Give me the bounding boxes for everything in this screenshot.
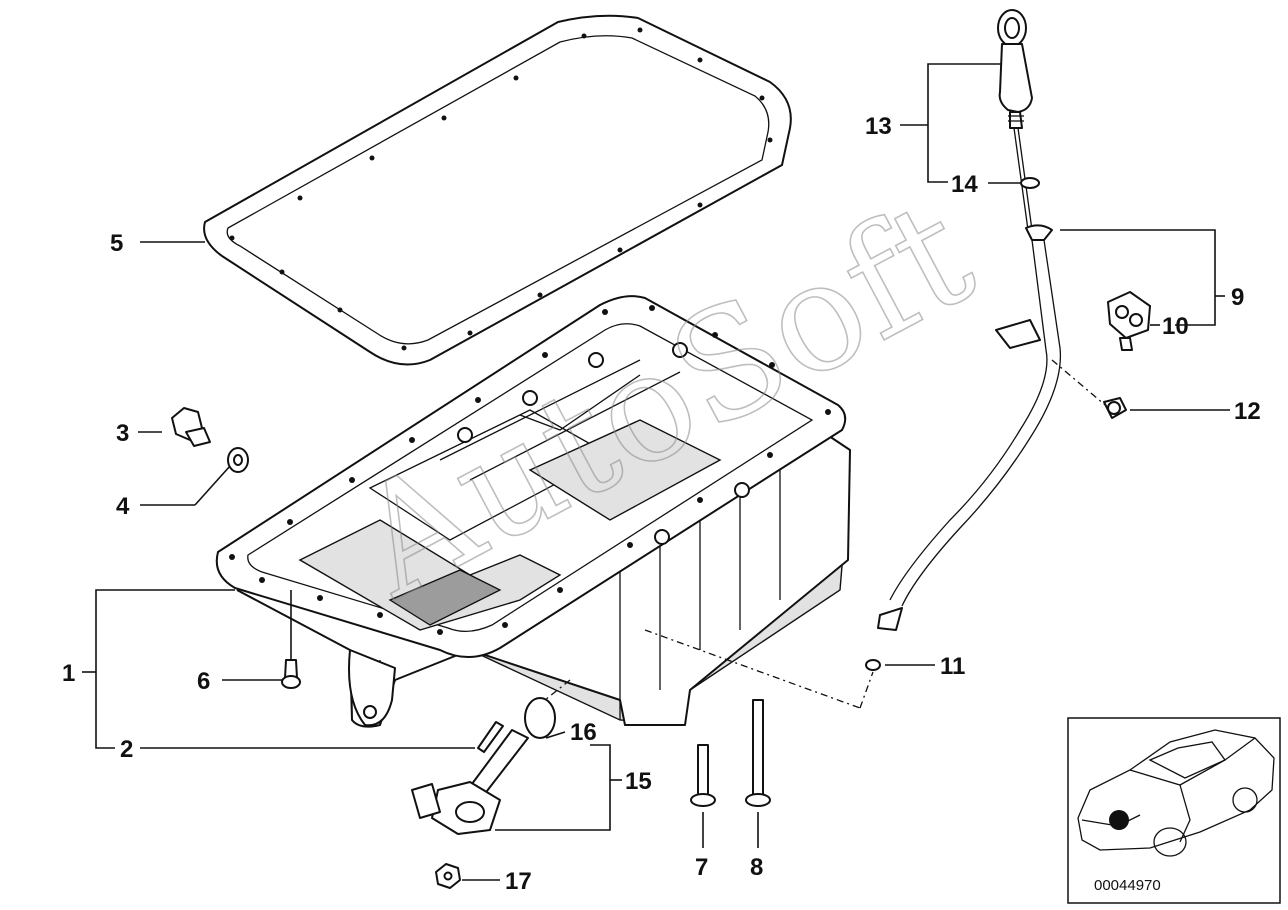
- callout-10: 10: [1162, 313, 1189, 340]
- callout-15: 15: [625, 768, 652, 795]
- oil-dipstick: [997, 9, 1033, 231]
- vehicle-location-inset: 00044970: [1067, 717, 1281, 904]
- callout-8: 8: [750, 854, 763, 881]
- callout-5: 5: [110, 230, 123, 257]
- nut-17: [435, 863, 461, 889]
- stud-2: [477, 721, 504, 753]
- bolt-7: [690, 744, 716, 807]
- tube-clip: [1107, 291, 1151, 351]
- drain-plug-washer: [227, 447, 249, 473]
- sensor-o-ring: [524, 697, 556, 739]
- oil-pan-gasket: [203, 14, 792, 366]
- callout-6: 6: [197, 668, 210, 695]
- callout-labels: 1 2 3 4 5 6 7 8 9 10 11 12 13 14 15 16 1…: [62, 113, 1261, 895]
- callout-7: 7: [695, 854, 708, 881]
- callout-16: 16: [570, 719, 597, 746]
- callout-9: 9: [1231, 284, 1244, 311]
- car-silhouette: [1077, 729, 1275, 857]
- callout-1: 1: [62, 660, 75, 687]
- dipstick-guide-tube: [877, 224, 1062, 631]
- callout-12: 12: [1234, 398, 1261, 425]
- tube-seal: [865, 659, 881, 671]
- callout-3: 3: [116, 420, 129, 447]
- callout-4: 4: [116, 493, 130, 520]
- screw-6: [281, 659, 301, 689]
- callout-14: 14: [951, 171, 978, 198]
- bolt-8: [745, 699, 771, 807]
- reference-number: 00044970: [1094, 877, 1161, 894]
- location-marker: [1109, 810, 1129, 830]
- oil-pan: [215, 295, 851, 728]
- oil-level-sensor: [411, 729, 529, 835]
- callout-2: 2: [120, 736, 133, 763]
- drain-plug: [171, 407, 211, 447]
- callout-13: 13: [865, 113, 892, 140]
- leader-lines: [82, 63, 1230, 881]
- callout-17: 17: [505, 868, 532, 895]
- callout-11: 11: [940, 653, 965, 680]
- dipstick-o-ring: [1020, 177, 1040, 189]
- tube-bolt: [1103, 397, 1127, 419]
